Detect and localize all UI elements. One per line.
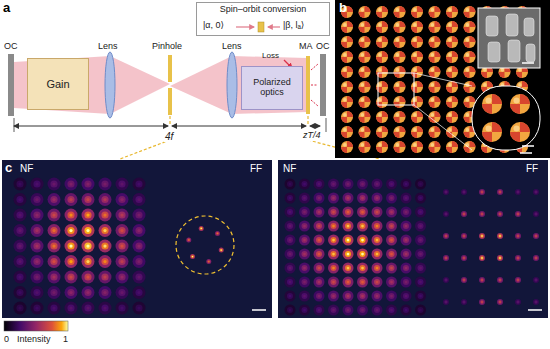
dimension-label: 4f	[164, 131, 174, 142]
part-label: OC	[4, 42, 18, 52]
gain-medium: Gain	[27, 58, 89, 110]
inset-box: Spin–orbit conversion	[196, 2, 330, 36]
panel-letter: a	[3, 1, 10, 15]
view-label: NF	[20, 163, 33, 174]
optics-box: Polarized optics	[241, 66, 303, 110]
panel-letter: c	[5, 161, 12, 175]
view-label: NF	[283, 163, 296, 174]
node-text: Spin–orbit conversion	[220, 5, 307, 15]
part-label: Lens	[98, 42, 118, 52]
view-label: FF	[526, 163, 538, 174]
panel-letter: b	[339, 1, 347, 15]
state-label: |β, lₐ⟩	[283, 21, 304, 31]
colorbar-tick: 0	[4, 335, 9, 345]
part-label: OC	[316, 42, 330, 52]
view-label: FF	[250, 163, 262, 174]
part-label: MA	[299, 42, 313, 52]
node-text: Polarized optics	[244, 78, 300, 98]
part-label: Pinhole	[152, 42, 182, 52]
dimension-label: zT/4	[302, 131, 322, 141]
part-label: Lens	[222, 42, 242, 52]
colorbar-title: Intensity	[17, 335, 51, 345]
part-label: Loss	[262, 52, 279, 61]
state-label: |α, 0⟩	[203, 21, 224, 31]
colorbar-tick: 1	[63, 335, 68, 345]
node-text: Gain	[46, 78, 69, 90]
